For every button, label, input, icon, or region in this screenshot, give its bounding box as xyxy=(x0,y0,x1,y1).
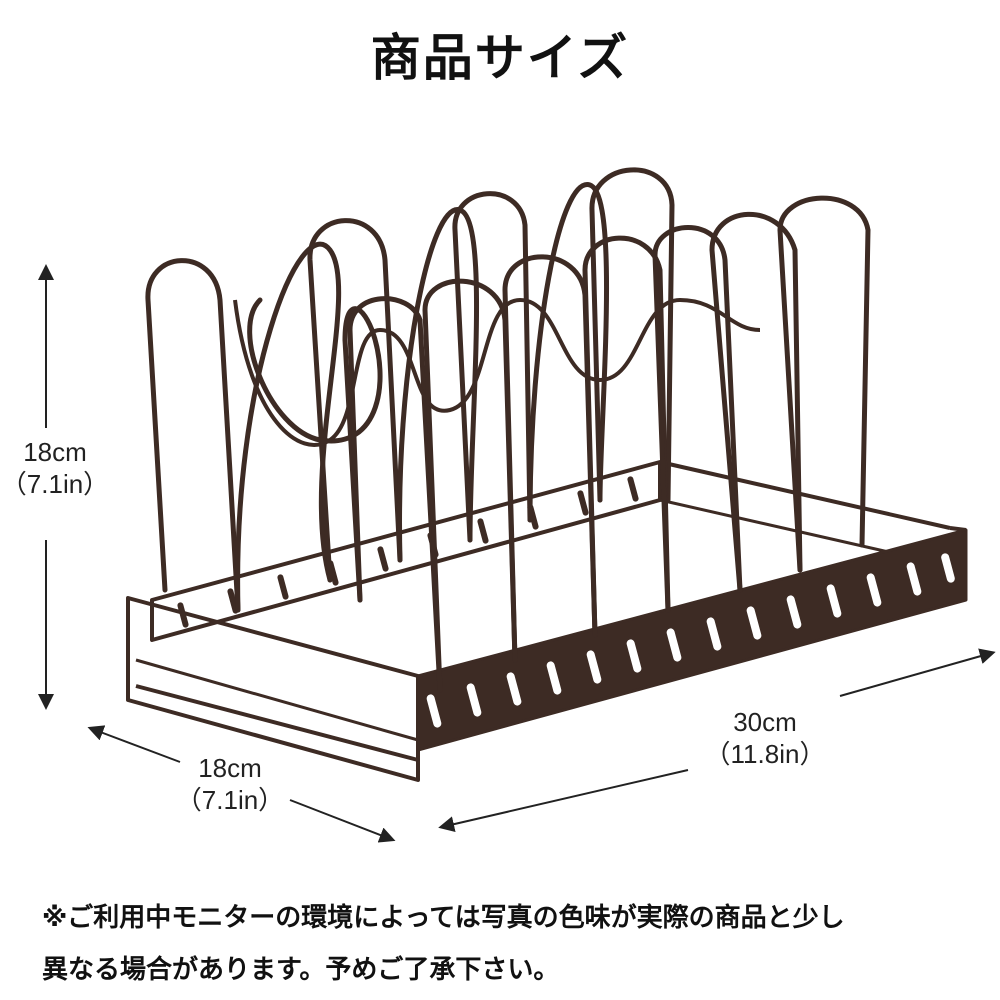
note-line-1: ※ご利用中モニターの環境によっては写真の色味が実際の商品と少し xyxy=(42,903,845,933)
wire-dividers-back xyxy=(145,167,675,613)
height-dimension: 18cm （7.1in） xyxy=(0,436,110,500)
width-value: 30cm xyxy=(733,707,797,737)
width-dimension: 30cm （11.8in） xyxy=(690,706,840,770)
height-value: 18cm xyxy=(23,437,87,467)
depth-value: 18cm xyxy=(198,753,262,783)
depth-arrow-lower xyxy=(289,799,396,843)
width-imperial: （11.8in） xyxy=(704,739,826,769)
page-title: 商品サイズ xyxy=(370,29,630,87)
depth-dimension: 18cm （7.1in） xyxy=(160,752,300,816)
width-arrow xyxy=(438,769,689,832)
height-imperial: （7.1in） xyxy=(0,469,110,499)
wire-wave xyxy=(233,297,761,447)
back-panel-slots xyxy=(177,476,639,628)
rack-base xyxy=(126,460,968,782)
width-arrow-upper xyxy=(839,648,996,697)
depth-imperial: （7.1in） xyxy=(175,785,285,815)
front-panel-slots xyxy=(426,553,955,728)
depth-arrow xyxy=(87,725,181,763)
note-line-2: 異なる場合があります。予めご了承下さい。 xyxy=(42,955,560,985)
dimension-arrows xyxy=(38,264,996,843)
color-disclaimer-note: ※ご利用中モニターの環境によっては写真の色味が実際の商品と少し 異なる場合があり… xyxy=(42,892,982,996)
